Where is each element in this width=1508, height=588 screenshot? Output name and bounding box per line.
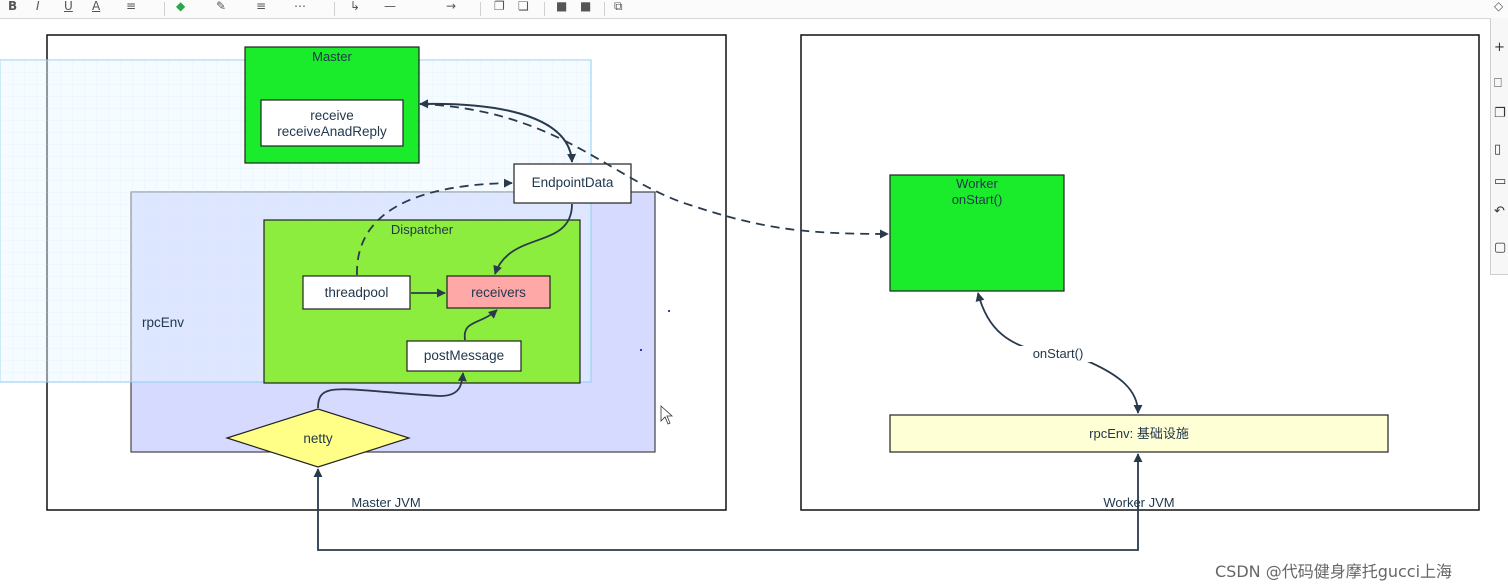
- layers-icon[interactable]: ❐: [1494, 106, 1506, 121]
- onstart-edge-lower[interactable]: [1084, 359, 1143, 414]
- mouse-cursor-icon: [660, 405, 674, 425]
- worker-title: Worker: [956, 176, 998, 191]
- postmessage-label: postMessage: [423, 348, 505, 363]
- master-methods-box[interactable]: [260, 99, 404, 147]
- worker-method-label: onStart(): [951, 192, 1003, 207]
- worker-node[interactable]: [889, 174, 1065, 292]
- collapse-icon[interactable]: ◇: [1494, 0, 1504, 13]
- right-format-panel: + ⎕ ❐ ▯ ▭ ↶ ▢: [1490, 18, 1508, 275]
- connector-icon[interactable]: ↳: [350, 0, 361, 13]
- add-icon[interactable]: +: [1494, 40, 1505, 55]
- canvas-dot: [668, 310, 670, 312]
- align-icon[interactable]: ≡: [126, 0, 137, 13]
- endpoint-data-label: EndpointData: [531, 175, 614, 190]
- line-style-icon[interactable]: ≡: [256, 0, 267, 13]
- worker-rpcenv-label: rpcEnv: 基础设施: [1089, 426, 1189, 441]
- dispatcher-title: Dispatcher: [390, 222, 454, 237]
- receivers-box[interactable]: [446, 275, 551, 309]
- undo-icon[interactable]: ↶: [1494, 204, 1505, 219]
- to-front-icon[interactable]: ■: [556, 0, 568, 13]
- onstart-edge-label: onStart(): [1018, 346, 1098, 362]
- toolbar-divider: [544, 2, 545, 16]
- toolbar-divider: [334, 2, 335, 16]
- netty-diamond[interactable]: [225, 408, 411, 468]
- comment-icon[interactable]: ▢: [1494, 240, 1507, 255]
- font-color-icon[interactable]: A: [92, 0, 101, 13]
- worker-rpcenv-box[interactable]: [889, 414, 1389, 453]
- outline-icon[interactable]: ▭: [1494, 174, 1507, 189]
- toolbar-divider: [480, 2, 481, 16]
- threadpool-box[interactable]: [302, 275, 411, 310]
- rpcenv-label: rpcEnv: [142, 315, 185, 330]
- arrow-icon[interactable]: →: [446, 0, 457, 13]
- editor-toolbar: B I U A ≡ ◆ ✎ ≡ ⋯ ↳ — → ❐ ❏ ■ ■ ⧉ ◇: [0, 0, 1508, 19]
- paste-icon[interactable]: ❏: [518, 0, 529, 13]
- netty-postmessage-edge[interactable]: [317, 372, 467, 409]
- csdn-watermark: CSDN @代码健身摩托gucci上海: [1215, 562, 1453, 581]
- more-icon[interactable]: ⋯: [294, 0, 306, 13]
- postmessage-box[interactable]: [406, 340, 522, 372]
- postmessage-receivers-edge[interactable]: [463, 309, 498, 341]
- master-method-receive: receive: [310, 108, 354, 123]
- master-title: Master: [312, 49, 352, 64]
- canvas-dot: [640, 349, 642, 351]
- fill-color-icon[interactable]: ◆: [176, 0, 186, 13]
- master-method-receive-and-reply: receiveAnadReply: [277, 124, 387, 139]
- copy-icon[interactable]: ❐: [494, 0, 505, 13]
- bold-icon[interactable]: B: [8, 0, 18, 13]
- threadpool-label: threadpool: [324, 285, 389, 300]
- group-icon[interactable]: ⧉: [614, 0, 623, 13]
- format-icon[interactable]: ▯: [1494, 142, 1502, 157]
- underline-icon[interactable]: U: [64, 0, 73, 13]
- line-color-icon[interactable]: ✎: [216, 0, 227, 13]
- endpoint-data-box[interactable]: [513, 163, 632, 204]
- endpoint-receivers-edge[interactable]: [493, 203, 573, 275]
- worker-jvm-label: Worker JVM: [1103, 495, 1175, 510]
- to-back-icon[interactable]: ■: [580, 0, 592, 13]
- line-icon[interactable]: —: [384, 0, 396, 13]
- master-endpoint-edge[interactable]: [419, 99, 577, 163]
- toolbar-divider: [164, 2, 165, 16]
- threadpool-endpoint-dashed-edge[interactable]: [356, 178, 513, 276]
- page-icon[interactable]: ⎕: [1494, 76, 1502, 91]
- netty-worker-rpcenv-edge[interactable]: [313, 453, 1143, 551]
- toolbar-divider: [604, 2, 605, 16]
- receivers-label: receivers: [471, 285, 526, 300]
- netty-label: netty: [303, 431, 333, 446]
- master-jvm-label: Master JVM: [351, 495, 421, 510]
- italic-icon[interactable]: I: [36, 0, 40, 13]
